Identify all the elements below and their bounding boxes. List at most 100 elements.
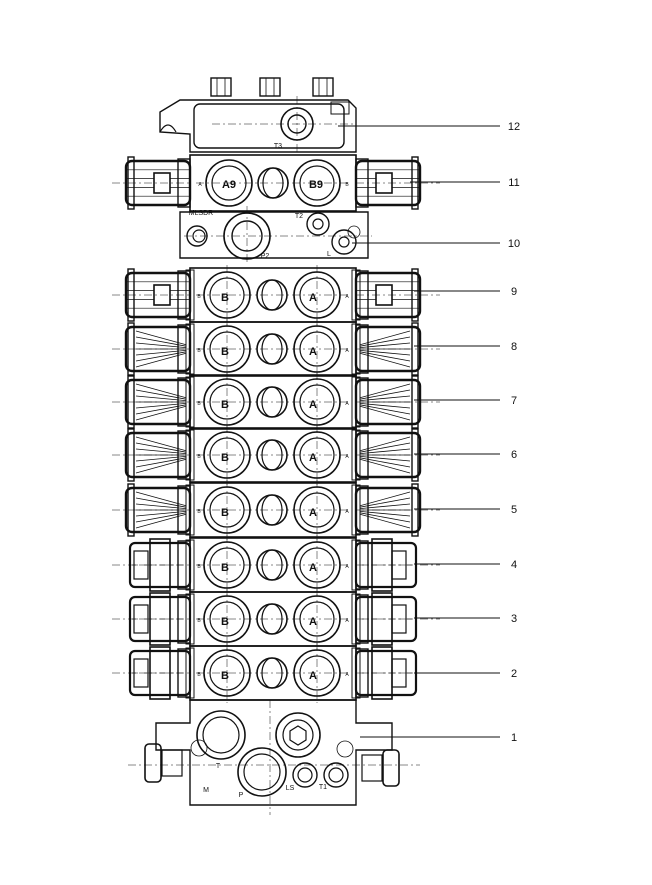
label-l: L <box>327 251 331 258</box>
side-mark-right: A <box>345 509 349 515</box>
section-5 <box>185 480 361 540</box>
cone-line <box>359 503 411 509</box>
section-4 <box>185 425 361 485</box>
fitting-left-nut <box>161 749 183 777</box>
section-flange-left <box>185 593 195 645</box>
side-mark-left: B <box>197 672 201 678</box>
side-mark-left: B <box>197 454 201 460</box>
port-label-b9: B9 <box>309 179 323 191</box>
cone-line <box>359 513 411 529</box>
port-label-a9: A9 <box>222 179 236 191</box>
top-cover <box>159 77 357 153</box>
side-mark-right: B <box>345 182 349 188</box>
side-mark-right: A <box>345 564 349 570</box>
callout-label-1: 1 <box>511 732 517 744</box>
relief-plug <box>347 225 361 239</box>
actuator-left-6 <box>112 538 192 592</box>
inlet-section <box>189 154 357 212</box>
callout-label-9: 9 <box>511 286 517 298</box>
cone-line <box>359 336 411 347</box>
side-mark-right: A <box>345 348 349 354</box>
actuator-housing <box>124 325 192 373</box>
actuator-housing <box>124 271 192 319</box>
mid-inlet-outline <box>179 211 369 259</box>
cone-line <box>135 351 187 362</box>
label-p: P <box>239 792 244 799</box>
port-label-b: B <box>221 452 229 464</box>
cone-line <box>359 497 411 508</box>
actuator-right-6 <box>354 538 440 592</box>
cone-line <box>359 383 411 399</box>
callout-label-6: 6 <box>511 449 517 461</box>
port-l-inner <box>338 236 350 248</box>
base-port-ls-outer <box>292 762 318 788</box>
cone-line <box>135 456 187 462</box>
base-port-p-outer <box>237 747 287 797</box>
port-label-b: B <box>221 562 229 574</box>
label-t2: T2 <box>295 213 303 220</box>
side-mark-right: A <box>345 618 349 624</box>
bolt-head <box>312 77 334 97</box>
cone-line <box>359 436 411 452</box>
label-p2: P2 <box>261 253 270 260</box>
port-a-outer <box>293 486 341 534</box>
section-flange-left <box>185 647 195 699</box>
cone-line <box>359 342 411 348</box>
port-label-b: B <box>221 670 229 682</box>
label-mlsdr: MLSDR <box>189 210 214 217</box>
cone-line <box>359 448 411 454</box>
actuator-left-inlet <box>112 156 192 210</box>
section-3 <box>185 372 361 432</box>
actuator-left-5 <box>112 483 192 537</box>
cover-outline <box>159 99 357 153</box>
cone-line <box>135 457 187 468</box>
cone-line <box>135 491 187 507</box>
side-mark-left: B <box>197 401 201 407</box>
cone-line <box>135 403 187 409</box>
actuator-right-7 <box>354 592 440 646</box>
actuator-right-5 <box>354 483 440 537</box>
actuator-right-3 <box>354 375 440 429</box>
callout-label-7: 7 <box>511 395 517 407</box>
base-port-t1-inner <box>328 767 344 783</box>
base-port-t1-outer <box>323 762 349 788</box>
side-mark-left: B <box>197 294 201 300</box>
bolt-head <box>210 77 232 97</box>
base-port-t-outer <box>196 710 246 760</box>
port-label-b: B <box>221 346 229 358</box>
port-l-outer <box>331 229 357 255</box>
base-port-p-inner <box>243 753 281 791</box>
base-valve-outer <box>275 712 321 758</box>
side-mark-left: B <box>197 348 201 354</box>
port-a-outer <box>293 325 341 373</box>
cone-line <box>359 351 411 362</box>
cone-line <box>135 511 187 517</box>
cone-line <box>359 442 411 453</box>
port-label-a: A <box>309 562 317 574</box>
cone-line <box>135 442 187 453</box>
port-label-b: B <box>221 292 229 304</box>
side-mark-left: B <box>197 509 201 515</box>
section-flange-left <box>185 539 195 591</box>
section-8 <box>185 643 361 703</box>
section-flange-left <box>185 269 195 321</box>
cone-line <box>359 456 411 462</box>
cone-line <box>359 389 411 400</box>
cone-line <box>135 330 187 346</box>
cone-line <box>359 458 411 474</box>
port-label-a: A <box>309 346 317 358</box>
label-ls: LS <box>286 785 295 792</box>
cone-line <box>359 395 411 401</box>
cone-line <box>359 511 411 517</box>
actuator-right-2 <box>354 322 440 376</box>
cone-line <box>359 404 411 415</box>
actuator-housing <box>124 159 192 207</box>
actuator-right-4 <box>354 428 440 482</box>
port-label-a: A <box>309 452 317 464</box>
port-a-outer <box>293 271 341 319</box>
cone-line <box>135 342 187 348</box>
port-label-a: A <box>309 670 317 682</box>
side-mark-right: A <box>345 672 349 678</box>
